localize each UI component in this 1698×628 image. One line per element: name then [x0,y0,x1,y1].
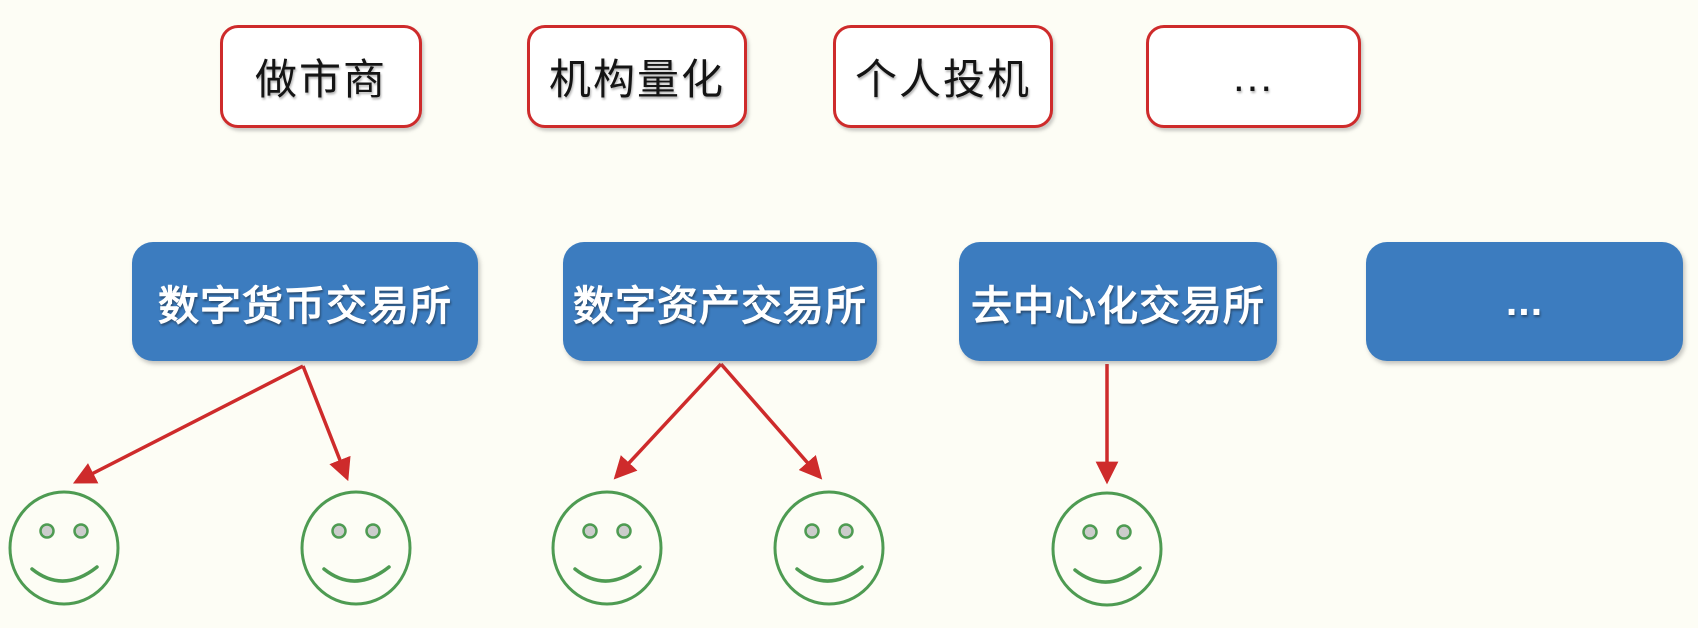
trader-smiley-2 [300,490,412,606]
participant-box-market-maker: 做市商 [220,25,422,128]
participant-label: 机构量化 [548,56,725,103]
exchange-label: ... [1505,278,1544,324]
exchange-box-decentralized: 去中心化交易所 [959,242,1277,361]
exchange-box-ellipsis: ... [1366,242,1683,361]
exchange-box-digital-asset: 数字资产交易所 [563,242,877,361]
participant-label: 个人投机 [854,56,1031,103]
participant-box-individual-speculator: 个人投机 [833,25,1053,128]
exchange-label: 数字货币交易所 [158,282,452,329]
exchange-label: 去中心化交易所 [971,282,1265,329]
participant-box-ellipsis: ... [1146,25,1361,128]
arrow-exchange1-to-trader2 [301,365,351,482]
arrow-exchange1-to-trader1 [72,364,304,484]
trader-smiley-4 [773,490,885,606]
arrow-exchange2-to-trader4 [719,362,823,480]
participant-box-institutional-quant: 机构量化 [527,25,747,128]
exchange-box-digital-currency: 数字货币交易所 [132,242,478,361]
trader-smiley-1 [8,490,120,606]
arrow-exchange2-to-trader3 [613,362,723,480]
participant-label: 做市商 [254,56,387,103]
trader-smiley-5 [1051,491,1163,607]
exchange-label: 数字资产交易所 [573,282,867,329]
trader-smiley-3 [551,490,663,606]
participant-label: ... [1232,52,1274,100]
